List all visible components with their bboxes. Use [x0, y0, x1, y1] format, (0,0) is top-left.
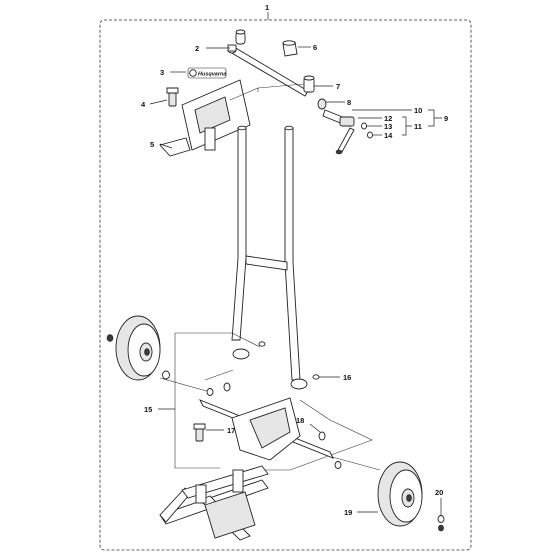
right-washer — [437, 515, 445, 523]
callout-19[interactable]: 19 — [344, 508, 352, 517]
callout-3[interactable]: 3 — [160, 68, 164, 77]
mount-ribs — [194, 96, 231, 134]
mount-bracket: Husqvarna — [159, 67, 251, 157]
right-hub-center — [406, 494, 412, 502]
assembly-frame — [99, 19, 472, 551]
cross-bar — [245, 255, 288, 271]
bolt-4-head — [166, 87, 179, 94]
left-clip — [106, 334, 114, 342]
axle-assembly — [193, 382, 342, 469]
pin-clip — [223, 382, 231, 392]
assembly-line-lower — [174, 332, 373, 471]
bracket-9 — [428, 109, 442, 127]
right-foot — [290, 378, 308, 390]
right-upright — [284, 127, 301, 381]
upper-tube-top — [303, 75, 315, 81]
bolt-upper — [258, 341, 266, 347]
left-upright-top — [237, 125, 247, 131]
axle-gusset — [249, 407, 291, 449]
axle-end-washer — [334, 461, 342, 469]
left-upright — [231, 127, 247, 341]
logo-text: Husqvarna — [198, 72, 226, 78]
pin-18 — [318, 431, 326, 441]
left-washer — [162, 370, 170, 380]
leader-4 — [149, 99, 168, 105]
lever-knob — [335, 149, 343, 155]
right-wheel — [377, 461, 445, 532]
bolt-17-head — [193, 423, 206, 430]
end-cap-top — [282, 40, 296, 46]
callout-4[interactable]: 4 — [141, 100, 146, 109]
base-post-2 — [195, 484, 207, 504]
bracket-11 — [402, 116, 412, 136]
callout-7[interactable]: 7 — [336, 82, 340, 91]
washer-13 — [361, 122, 367, 130]
bolt-17 — [195, 427, 204, 442]
bolt-4 — [168, 91, 177, 107]
callout-2[interactable]: 2 — [195, 44, 199, 53]
callout-18[interactable]: 18 — [296, 416, 304, 425]
logo-decal — [187, 67, 227, 79]
clamp-sleeve — [339, 116, 355, 127]
callout-13[interactable]: 13 — [384, 122, 392, 131]
mount-clip — [159, 137, 191, 157]
assembly-line-handle — [229, 83, 305, 101]
callout-5[interactable]: 5 — [150, 140, 154, 149]
handle-assembly — [227, 29, 373, 155]
washer-14 — [367, 131, 373, 139]
leader-5 — [159, 143, 173, 149]
callout-8[interactable]: 8 — [347, 98, 351, 107]
callout-16[interactable]: 16 — [343, 373, 351, 382]
main-frame — [231, 125, 308, 390]
callout-9[interactable]: 9 — [444, 114, 448, 123]
callout-1[interactable]: 1 — [265, 3, 269, 12]
callout-20[interactable]: 20 — [435, 488, 443, 497]
callout-15[interactable]: 15 — [144, 405, 152, 414]
base-post — [232, 469, 244, 493]
spacer — [317, 98, 327, 110]
right-upright-top — [284, 125, 294, 131]
callout-14[interactable]: 14 — [384, 131, 393, 140]
bolt-16 — [312, 374, 320, 380]
callout-6[interactable]: 6 — [313, 43, 317, 52]
assembly-line-axle — [159, 377, 381, 471]
axle-washer — [206, 388, 214, 396]
base-frame — [159, 465, 269, 541]
callout-11[interactable]: 11 — [414, 122, 422, 131]
handle-cap-top — [235, 29, 246, 35]
left-foot — [232, 348, 250, 360]
right-clip — [438, 524, 444, 532]
left-wheel — [106, 315, 170, 381]
base-plate — [204, 491, 256, 539]
logo-emblem-icon — [189, 69, 197, 77]
callout-12[interactable]: 12 — [384, 114, 392, 123]
callout-10[interactable]: 10 — [414, 106, 422, 115]
callout-17[interactable]: 17 — [227, 426, 235, 435]
mount-post — [204, 127, 216, 151]
left-hub-center — [144, 348, 150, 356]
clamp-lever — [337, 127, 355, 153]
leader-18 — [309, 423, 321, 433]
